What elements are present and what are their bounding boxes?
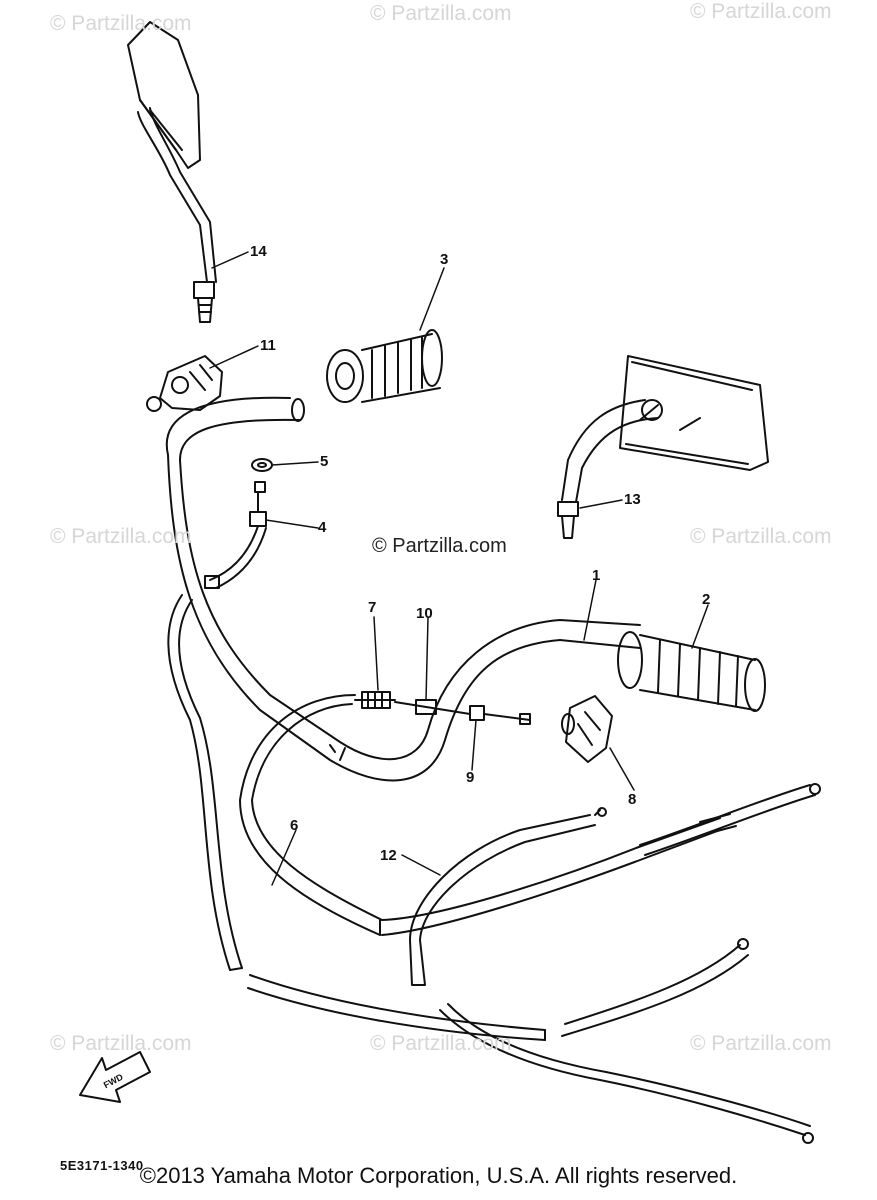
left-mirror (127, 21, 217, 323)
cable-6 (239, 694, 721, 936)
forward-arrow-icon (79, 1051, 151, 1103)
watermark: © Partzilla.com (370, 1032, 512, 1055)
callout-1: 1 (592, 567, 601, 584)
watermark: © Partzilla.com (50, 525, 192, 548)
watermark: © Partzilla.com (690, 525, 832, 548)
watermark: © Partzilla.com (50, 12, 192, 35)
watermark: © Partzilla.com (690, 1032, 832, 1055)
center-watermark: © Partzilla.com (372, 535, 507, 557)
callout-8: 8 (628, 791, 637, 808)
callout-9: 9 (466, 769, 475, 786)
watermark: © Partzilla.com (370, 2, 512, 25)
callout-7: 7 (368, 599, 377, 616)
callout-3: 3 (440, 251, 449, 268)
callout-2: 2 (702, 591, 711, 608)
watermark: © Partzilla.com (50, 1032, 192, 1055)
watermark: © Partzilla.com (690, 0, 832, 23)
callout-10: 10 (416, 605, 433, 622)
right-grip (617, 631, 766, 712)
cable-12 (409, 807, 607, 986)
right-mirror (557, 355, 769, 539)
figure-code: 5E3171-1340 (60, 1158, 144, 1173)
leader-lines (209, 251, 709, 886)
handlebar (165, 396, 641, 782)
left-grip (326, 329, 443, 403)
right-switch (561, 695, 613, 763)
callout-12: 12 (380, 847, 397, 864)
callout-13: 13 (624, 491, 641, 508)
callout-5: 5 (320, 453, 329, 470)
cable-4 (204, 525, 267, 589)
bottom-cable (439, 1003, 814, 1144)
brake-cable (167, 594, 749, 1041)
cable-fittings (249, 458, 273, 527)
copyright-notice: ©2013 Yamaha Motor Corporation, U.S.A. A… (139, 1163, 738, 1188)
throttle-cable-adjuster (354, 691, 531, 725)
callout-4: 4 (318, 519, 327, 536)
clutch-cable (639, 783, 821, 856)
switch-housing (146, 355, 223, 412)
callout-11: 11 (260, 337, 276, 354)
callout-6: 6 (290, 817, 299, 834)
callout-14: 14 (250, 243, 267, 260)
